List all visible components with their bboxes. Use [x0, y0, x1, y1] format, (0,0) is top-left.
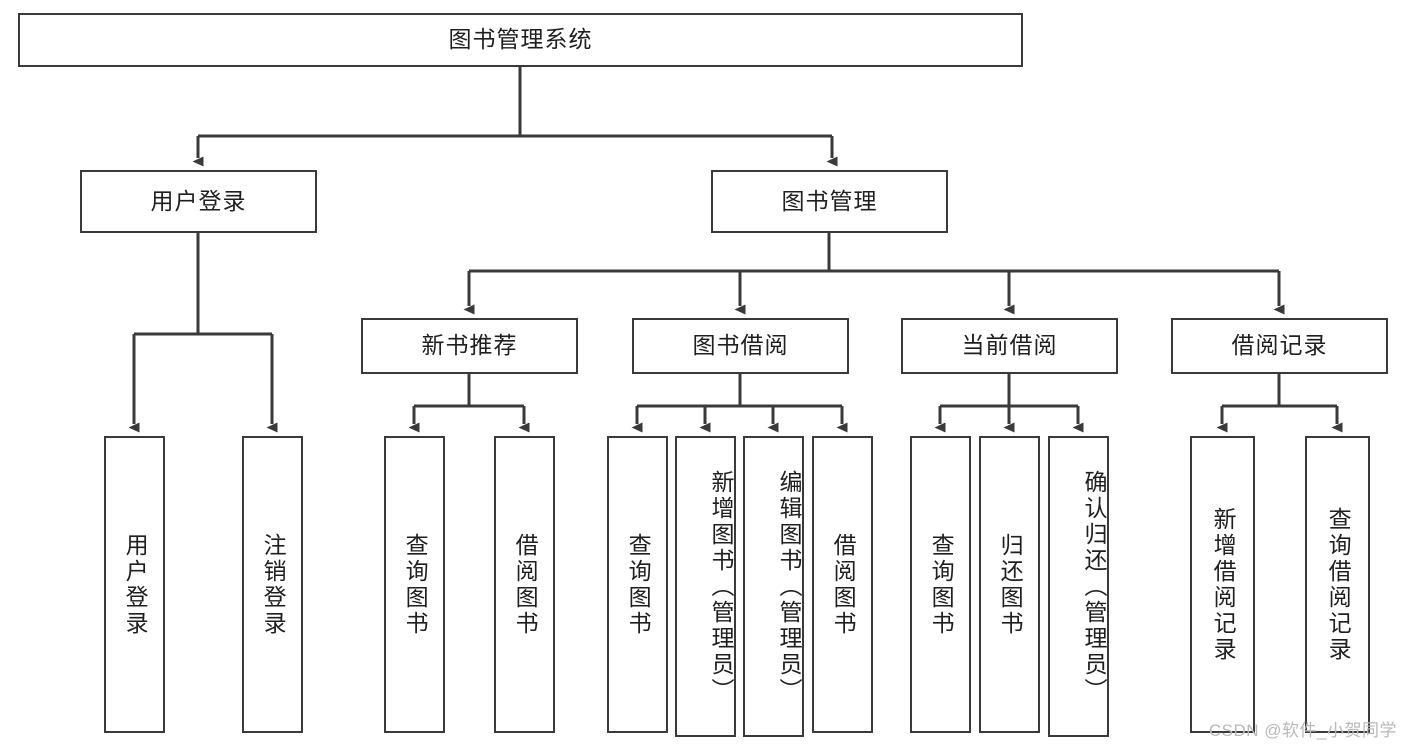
node-label: 新书推荐	[421, 332, 518, 359]
node-label: 新增借阅记录	[1210, 506, 1237, 663]
leaf-borrow-add-book-admin[interactable]: 新增图书（管理员）	[675, 436, 736, 737]
node-current-borrow[interactable]: 当前借阅	[901, 318, 1118, 374]
node-label: 借阅图书	[830, 532, 857, 637]
node-book-management[interactable]: 图书管理	[711, 170, 948, 233]
node-label: 新增图书（管理员）	[708, 469, 734, 704]
node-label: 查询借阅记录	[1325, 506, 1352, 663]
leaf-current-return-book[interactable]: 归还图书	[979, 436, 1040, 733]
node-label: 查询图书	[928, 532, 955, 637]
leaf-recommend-query-book[interactable]: 查询图书	[384, 436, 445, 733]
leaf-record-add-record[interactable]: 新增借阅记录	[1190, 436, 1255, 733]
node-label: 用户登录	[122, 532, 149, 637]
node-label: 图书管理系统	[448, 26, 593, 53]
node-label: 查询图书	[625, 532, 652, 637]
node-book-borrow[interactable]: 图书借阅	[632, 318, 849, 374]
node-borrow-record[interactable]: 借阅记录	[1171, 318, 1388, 374]
csdn-watermark: CSDN @软件_小贺同学	[1208, 721, 1397, 740]
node-label: 借阅记录	[1231, 332, 1328, 359]
node-label: 编辑图书（管理员）	[776, 469, 802, 704]
node-root-system[interactable]: 图书管理系统	[18, 13, 1023, 67]
leaf-borrow-edit-book-admin[interactable]: 编辑图书（管理员）	[743, 436, 804, 737]
node-label: 用户登录	[150, 187, 247, 214]
leaf-user-logout[interactable]: 注销登录	[242, 436, 303, 733]
node-label: 确认归还（管理员）	[1081, 469, 1107, 704]
leaf-user-login[interactable]: 用户登录	[104, 436, 165, 733]
leaf-borrow-borrow-book[interactable]: 借阅图书	[812, 436, 873, 733]
leaf-current-query-book[interactable]: 查询图书	[910, 436, 971, 733]
node-label: 图书管理	[781, 187, 878, 214]
node-label: 注销登录	[260, 532, 287, 637]
node-label: 借阅图书	[512, 532, 539, 637]
leaf-current-confirm-return-admin[interactable]: 确认归还（管理员）	[1048, 436, 1109, 737]
leaf-record-query-record[interactable]: 查询借阅记录	[1305, 436, 1370, 733]
node-label: 当前借阅	[961, 332, 1058, 359]
node-label: 归还图书	[997, 532, 1024, 637]
leaf-borrow-query-book[interactable]: 查询图书	[607, 436, 668, 733]
node-label: 图书借阅	[692, 332, 789, 359]
leaf-recommend-borrow-book[interactable]: 借阅图书	[494, 436, 555, 733]
node-label: 查询图书	[402, 532, 429, 637]
node-user-login[interactable]: 用户登录	[80, 170, 317, 233]
node-new-book-recommend[interactable]: 新书推荐	[361, 318, 578, 374]
